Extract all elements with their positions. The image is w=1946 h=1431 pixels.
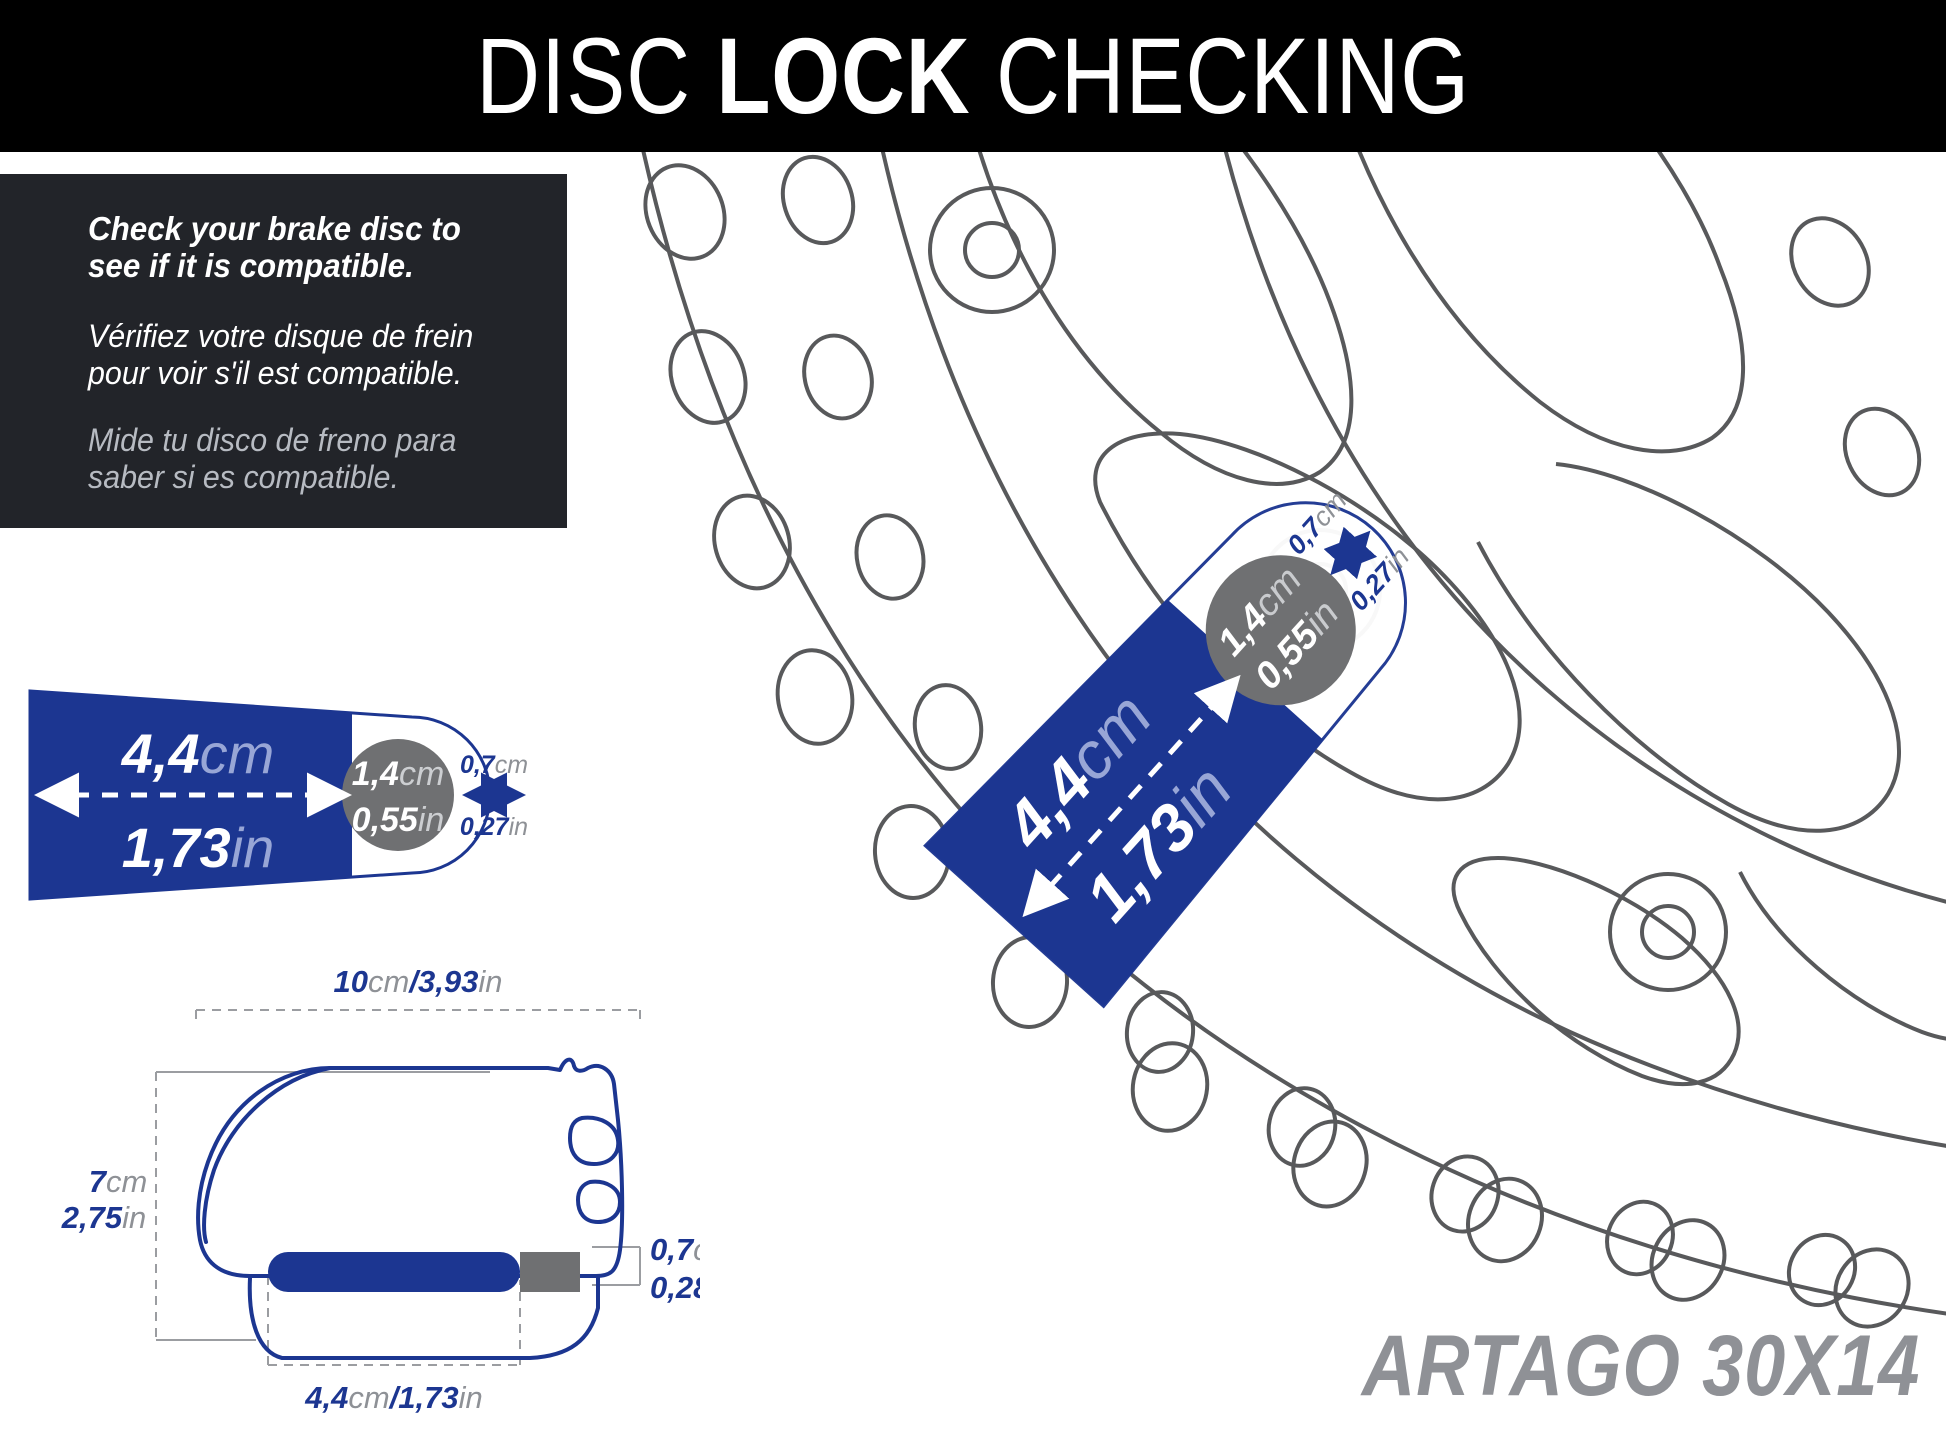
- page-title-bold: LOCK: [716, 15, 971, 136]
- info-panel-english: Check your brake disc to see if it is co…: [88, 210, 505, 284]
- slot-gap-in-label: 0,27in: [460, 813, 528, 841]
- lock-height-cm-label: 7cm: [89, 1164, 148, 1199]
- brand-model-label: ARTAGO 30X14: [1361, 1318, 1920, 1414]
- info-es-line2: saber si es compatible.: [88, 459, 399, 495]
- lock-pin-blue: [268, 1252, 520, 1292]
- lock-button-upper: [568, 1115, 621, 1166]
- lock-button-lower: [576, 1179, 622, 1224]
- info-es-line1: Mide tu disco de freno para: [88, 422, 457, 458]
- lock-dimension-diagram: 10cm/3,93in 7cm 2,75in 0,7cm 0,28in 4,4c…: [0, 960, 735, 1430]
- slot-dimension-diagram: 4,4cm 1,73in 1,4cm 0,55in 0,7cm 0,27in: [20, 645, 640, 945]
- lock-thickness-in-label: 0,28in: [650, 1270, 700, 1305]
- slot-width-in-label: 1,73in: [122, 816, 275, 879]
- page-header: DISC LOCK CHECKING: [0, 0, 1946, 152]
- page-title: DISC LOCK CHECKING: [476, 22, 1470, 130]
- brake-disc-illustration: [560, 152, 1946, 1431]
- lock-bottom-dimension-label: 4,4cm/1,73in: [304, 1380, 483, 1415]
- lock-body-inner-contour: [202, 1066, 332, 1244]
- slot-pin-circle: [342, 739, 454, 851]
- info-panel-spanish: Mide tu disco de freno para saber si es …: [88, 422, 505, 496]
- lock-pin-gray-tip: [520, 1252, 580, 1292]
- slot-pin-cm-label: 1,4cm: [352, 755, 445, 793]
- lock-base-outline: [247, 1276, 600, 1360]
- lock-bottom-guide: [267, 1270, 521, 1366]
- slot-width-cm-label: 4,4cm: [121, 722, 275, 785]
- info-panel: Check your brake disc to see if it is co…: [0, 174, 567, 528]
- info-fr-line2: pour voir s'il est compatible.: [88, 355, 463, 391]
- slot-pin-in-label: 0,55in: [352, 801, 445, 839]
- info-fr-line1: Vérifiez votre disque de frein: [88, 318, 474, 354]
- lock-top-dimension-label: 10cm/3,93in: [334, 964, 503, 999]
- page-title-part2: CHECKING: [970, 15, 1470, 136]
- lock-thickness-cm-label: 0,7cm: [650, 1232, 700, 1267]
- info-en-line2: see if it is compatible.: [88, 247, 414, 284]
- slot-gap-cm-label: 0,7cm: [460, 751, 528, 779]
- info-en-line1: Check your brake disc to: [88, 210, 461, 247]
- lock-top-guide: [195, 1009, 641, 1020]
- lock-height-in-label: 2,75in: [61, 1200, 146, 1235]
- info-panel-french: Vérifiez votre disque de frein pour voir…: [88, 318, 505, 392]
- page-title-part1: DISC: [476, 15, 717, 136]
- lock-body-outline: [196, 1057, 625, 1278]
